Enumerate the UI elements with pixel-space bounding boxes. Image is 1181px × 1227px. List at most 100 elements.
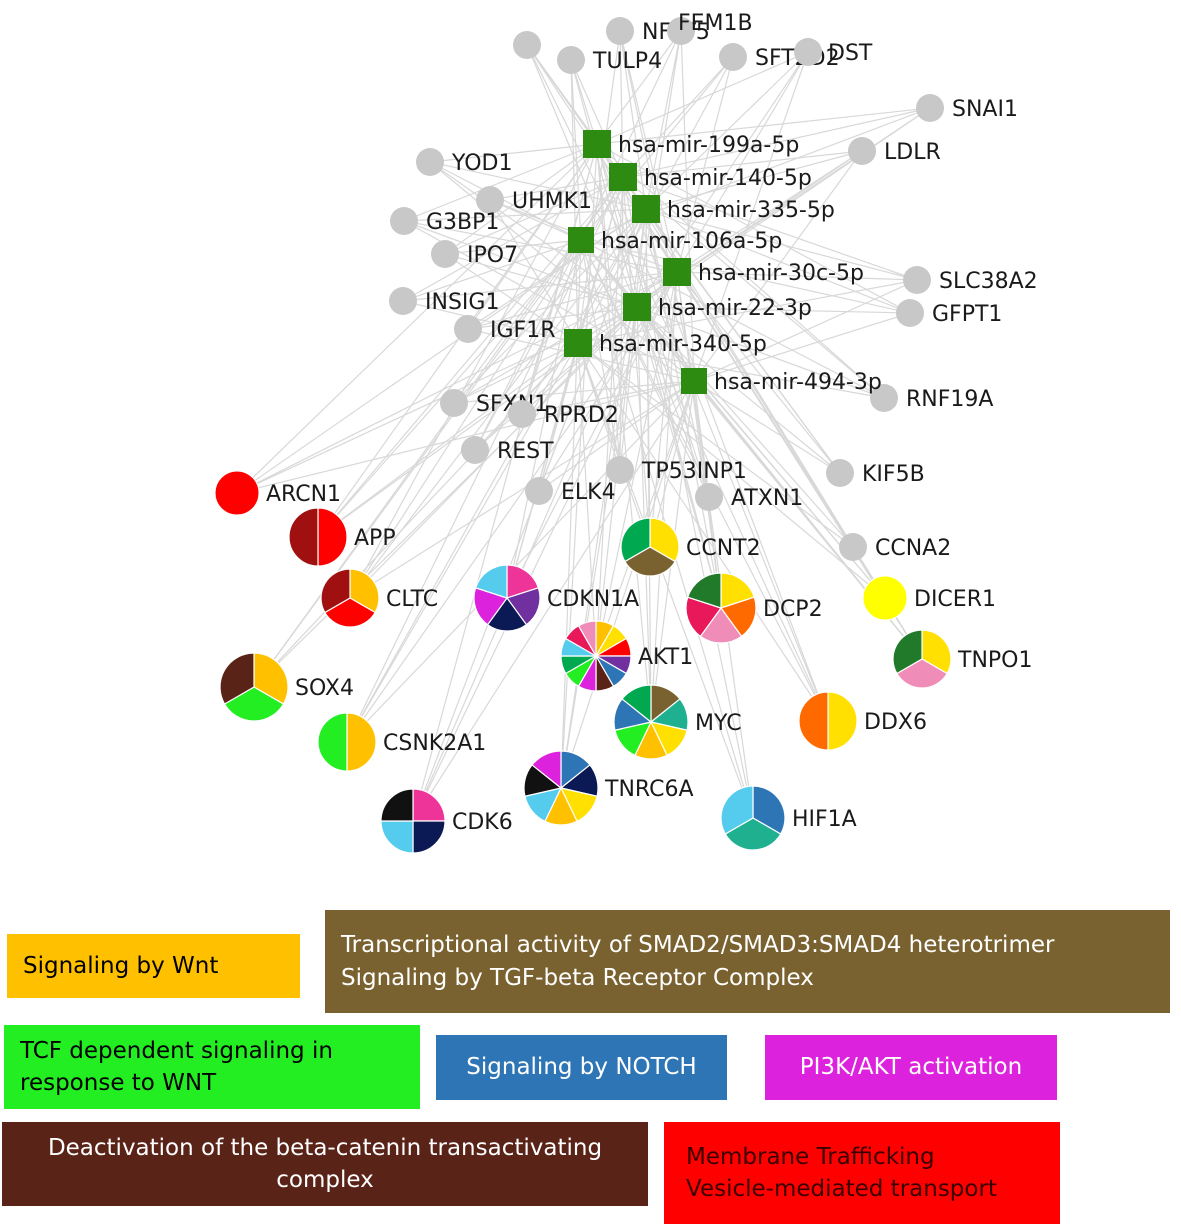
network-edge bbox=[622, 176, 918, 281]
pathway-gene-label-ddx6: DDX6 bbox=[864, 710, 927, 735]
gene-node-atxn1[interactable]: ATXN1 bbox=[695, 483, 803, 511]
network-edge bbox=[429, 143, 598, 163]
pathway-gene-node-sox4[interactable]: SOX4 bbox=[219, 652, 354, 722]
gene-node-fem1b[interactable]: FEM1B bbox=[667, 11, 753, 45]
gene-node-circle bbox=[848, 137, 876, 165]
pie-segment bbox=[214, 470, 260, 516]
pathway-gene-node-dicer1[interactable]: DICER1 bbox=[862, 575, 996, 621]
mirna-label-m199: hsa-mir-199a-5p bbox=[618, 133, 799, 158]
network-edge bbox=[526, 44, 695, 382]
gene-node-circle bbox=[476, 186, 504, 214]
network-edge bbox=[412, 271, 678, 822]
pathway-gene-label-cdk6: CDK6 bbox=[452, 810, 513, 835]
gene-node-rest[interactable]: REST bbox=[461, 436, 554, 464]
mirna-node-m494[interactable]: hsa-mir-494-3p bbox=[681, 368, 882, 395]
pathway-gene-node-cdk6[interactable]: CDK6 bbox=[380, 788, 513, 854]
network-edge bbox=[506, 342, 579, 599]
network-edge bbox=[580, 56, 734, 241]
network-edge bbox=[622, 56, 734, 178]
gene-node-g_unl[interactable] bbox=[513, 31, 541, 59]
network-edge bbox=[526, 44, 638, 308]
mirna-node-m335[interactable]: hsa-mir-335-5p bbox=[632, 195, 835, 223]
gene-label-rnf19a: RNF19A bbox=[906, 387, 993, 412]
gene-label-ipo7: IPO7 bbox=[467, 243, 518, 268]
pathway-gene-node-akt1[interactable]: AKT1 bbox=[560, 620, 693, 692]
network-edge bbox=[645, 51, 809, 210]
mirna-square bbox=[623, 293, 651, 321]
gene-node-slc38a2[interactable]: SLC38A2 bbox=[903, 266, 1038, 294]
network-edge bbox=[645, 208, 841, 474]
pie-segment bbox=[288, 507, 319, 567]
network-edge bbox=[645, 208, 918, 281]
gene-node-circle bbox=[903, 266, 931, 294]
network-edge bbox=[453, 380, 695, 404]
network-edges bbox=[236, 30, 931, 822]
gene-node-tulp4[interactable]: TULP4 bbox=[557, 46, 662, 74]
mirna-label-m30c: hsa-mir-30c-5p bbox=[698, 261, 864, 286]
pathway-gene-node-ccnt2[interactable]: CCNT2 bbox=[620, 517, 761, 577]
mirna-node-m140[interactable]: hsa-mir-140-5p bbox=[609, 163, 812, 191]
gene-node-ipo7[interactable]: IPO7 bbox=[431, 240, 518, 268]
gene-node-uhmk1[interactable]: UHMK1 bbox=[476, 186, 592, 214]
network-edge bbox=[693, 312, 911, 382]
mirna-node-m22[interactable]: hsa-mir-22-3p bbox=[623, 293, 812, 321]
gene-node-rprd2[interactable]: RPRD2 bbox=[508, 400, 619, 428]
legend-deactivation: Deactivation of the beta-catenin transac… bbox=[2, 1122, 648, 1206]
gene-node-ldlr[interactable]: LDLR bbox=[848, 137, 941, 165]
pathway-gene-label-dcp2: DCP2 bbox=[763, 597, 823, 622]
legend-wnt: Signaling by Wnt bbox=[7, 934, 300, 998]
gene-node-snai1[interactable]: SNAI1 bbox=[916, 94, 1018, 122]
pie-segment bbox=[531, 750, 562, 790]
gene-node-yod1[interactable]: YOD1 bbox=[416, 148, 513, 176]
pathway-gene-node-cltc[interactable]: CLTC bbox=[320, 568, 438, 628]
gene-node-circle bbox=[695, 483, 723, 511]
gene-node-circle bbox=[461, 436, 489, 464]
pathway-gene-node-myc[interactable]: MYC bbox=[613, 684, 742, 760]
gene-node-tp53inp1[interactable]: TP53INP1 bbox=[606, 456, 747, 484]
gene-node-circle bbox=[667, 17, 695, 45]
pathway-gene-node-cdkn1a[interactable]: CDKN1A bbox=[473, 564, 639, 632]
gene-node-gfpt1[interactable]: GFPT1 bbox=[896, 299, 1002, 327]
legend-tgf-line-2: Signaling by TGF-beta Receptor Complex bbox=[341, 964, 814, 991]
pathway-gene-node-arcn1[interactable]: ARCN1 bbox=[214, 470, 341, 516]
gene-node-sft2d2[interactable]: SFT2D2 bbox=[719, 43, 840, 71]
network-edge bbox=[349, 380, 695, 599]
network-edge bbox=[580, 239, 911, 314]
mirna-node-m106[interactable]: hsa-mir-106a-5p bbox=[568, 227, 782, 254]
mirna-node-m199[interactable]: hsa-mir-199a-5p bbox=[583, 130, 799, 158]
pathway-gene-node-app[interactable]: APP bbox=[288, 507, 396, 567]
gene-node-insig1[interactable]: INSIG1 bbox=[389, 287, 499, 315]
gene-node-igf1r[interactable]: IGF1R bbox=[454, 315, 555, 343]
gene-node-circle bbox=[557, 46, 585, 74]
mirna-node-m340[interactable]: hsa-mir-340-5p bbox=[564, 329, 767, 357]
mirna-node-m30c[interactable]: hsa-mir-30c-5p bbox=[663, 258, 864, 286]
pathway-gene-node-dcp2[interactable]: DCP2 bbox=[685, 572, 823, 644]
pathway-gene-label-hif1a: HIF1A bbox=[792, 807, 857, 832]
network-edge bbox=[676, 56, 734, 273]
pie-segment bbox=[219, 652, 255, 705]
gene-node-g3bp1[interactable]: G3BP1 bbox=[390, 207, 499, 235]
legend-membrane: Membrane Trafficking Vesicle-mediated tr… bbox=[664, 1122, 1060, 1224]
pathway-gene-node-tnrc6a[interactable]: TNRC6A bbox=[523, 750, 694, 826]
gene-node-circle bbox=[416, 148, 444, 176]
network-edge bbox=[570, 59, 624, 178]
gene-node-ccna2[interactable]: CCNA2 bbox=[839, 533, 951, 561]
pathway-gene-node-hif1a[interactable]: HIF1A bbox=[720, 785, 857, 851]
pathway-gene-node-ddx6[interactable]: DDX6 bbox=[798, 691, 927, 751]
network-edge bbox=[317, 342, 579, 538]
gene-node-kif5b[interactable]: KIF5B bbox=[826, 459, 925, 487]
pathway-gene-label-ccnt2: CCNT2 bbox=[686, 536, 761, 561]
gene-node-dst[interactable]: DST bbox=[794, 38, 873, 66]
gene-node-elk4[interactable]: ELK4 bbox=[525, 477, 616, 505]
gene-node-circle bbox=[440, 389, 468, 417]
gene-node-circle bbox=[431, 240, 459, 268]
pathway-gene-node-tnpo1[interactable]: TNPO1 bbox=[892, 629, 1032, 689]
gene-node-nfat5[interactable]: NFAT5 bbox=[606, 17, 710, 45]
gene-label-uhmk1: UHMK1 bbox=[512, 189, 592, 214]
network-edge bbox=[570, 59, 638, 308]
pie-segment bbox=[577, 620, 597, 659]
network-edge bbox=[636, 306, 911, 314]
pathway-gene-node-csnk2a1[interactable]: CSNK2A1 bbox=[317, 712, 486, 772]
gene-node-rnf19a[interactable]: RNF19A bbox=[870, 384, 993, 412]
network-edge bbox=[676, 51, 809, 273]
